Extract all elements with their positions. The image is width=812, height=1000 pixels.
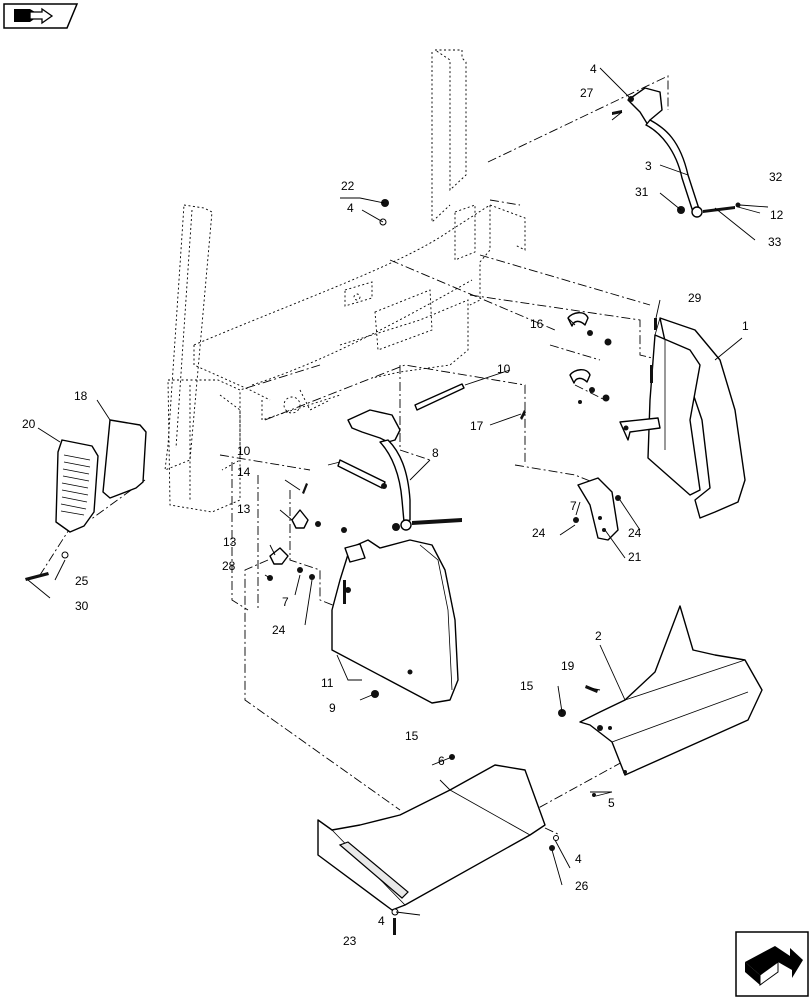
callout-1: 1 xyxy=(742,319,749,333)
callout-6: 6 xyxy=(438,754,445,768)
callout-7a: 7 xyxy=(570,499,577,513)
callout-15a: 15 xyxy=(520,679,534,693)
callout-29: 29 xyxy=(688,291,702,305)
callout-27: 27 xyxy=(580,86,594,100)
callout-28: 28 xyxy=(222,559,236,573)
callout-5: 5 xyxy=(608,796,615,810)
callout-23: 23 xyxy=(343,934,357,948)
callout-32: 32 xyxy=(769,170,783,184)
clamp-bracket-lower[interactable] xyxy=(569,369,610,404)
callout-24a: 24 xyxy=(628,526,642,540)
callout-13b: 13 xyxy=(223,535,237,549)
fasteners xyxy=(25,96,634,935)
callout-4a: 4 xyxy=(590,62,597,76)
callout-labels: 1 2 3 4 4 4 4 5 6 7 7 8 9 10 10 11 12 13… xyxy=(22,62,784,948)
book-arrow-icon[interactable] xyxy=(3,3,79,29)
right-fender-panel[interactable] xyxy=(619,317,746,519)
callout-21: 21 xyxy=(628,550,642,564)
callout-25: 25 xyxy=(75,574,89,588)
callout-22: 22 xyxy=(341,179,355,193)
lower-handrail[interactable] xyxy=(347,409,462,531)
mounting-bracket[interactable] xyxy=(577,477,619,541)
callout-10b: 10 xyxy=(237,444,251,458)
clamp-bracket-upper[interactable] xyxy=(567,312,612,346)
callout-17: 17 xyxy=(470,419,484,433)
callout-3: 3 xyxy=(645,159,652,173)
rear-grille[interactable] xyxy=(55,439,99,533)
grille-backing-plate[interactable] xyxy=(102,419,147,499)
callout-26: 26 xyxy=(575,879,589,893)
leader-lines xyxy=(27,67,769,916)
left-fender-panel[interactable] xyxy=(331,539,459,704)
callout-30: 30 xyxy=(75,599,89,613)
callout-8: 8 xyxy=(432,446,439,460)
brace-rod-upper[interactable] xyxy=(414,383,465,411)
callout-12: 12 xyxy=(770,208,784,222)
brace-rod-lower[interactable] xyxy=(337,459,387,489)
small-bracket-lower[interactable] xyxy=(269,547,303,573)
callout-15b: 15 xyxy=(405,729,419,743)
callout-31: 31 xyxy=(635,185,649,199)
callout-13a: 13 xyxy=(237,502,251,516)
callout-10a: 10 xyxy=(497,362,511,376)
callout-24b: 24 xyxy=(532,526,546,540)
callout-4d: 4 xyxy=(378,914,385,928)
next-page-arrow-icon[interactable] xyxy=(735,931,809,997)
callout-19: 19 xyxy=(561,659,575,673)
main-frame xyxy=(164,49,526,513)
left-step-cover[interactable] xyxy=(317,764,546,911)
callout-16: 16 xyxy=(530,317,544,331)
callout-7b: 7 xyxy=(282,595,289,609)
callout-33: 33 xyxy=(768,235,782,249)
right-step-cover[interactable] xyxy=(579,605,763,776)
callout-9: 9 xyxy=(329,701,336,715)
small-bracket-upper[interactable] xyxy=(291,509,321,529)
callout-11: 11 xyxy=(321,676,334,690)
callout-4b: 4 xyxy=(347,201,354,215)
callout-2: 2 xyxy=(595,629,602,643)
callout-14: 14 xyxy=(237,465,251,479)
callout-4c: 4 xyxy=(575,852,582,866)
callout-20: 20 xyxy=(22,417,36,431)
callout-18: 18 xyxy=(74,389,88,403)
callout-24c: 24 xyxy=(272,623,286,637)
